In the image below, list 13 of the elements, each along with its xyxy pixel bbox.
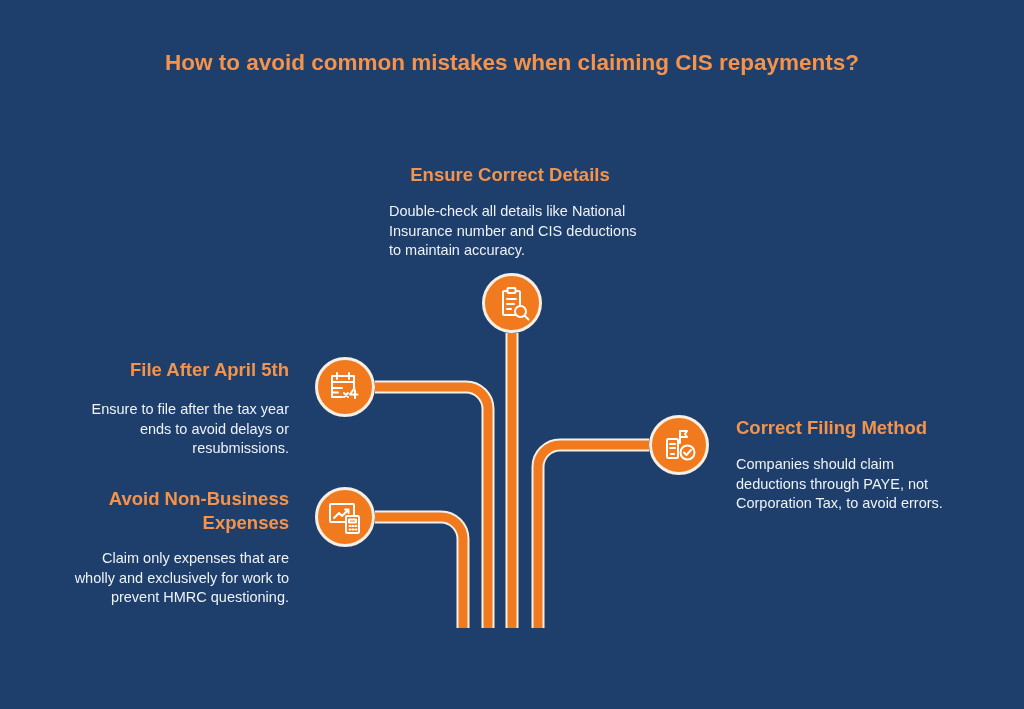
step-heading: Correct Filing Method (736, 416, 929, 440)
step-description: Companies should claim deductions through PAYE, not Corporation Tax, to avoid errors. (736, 455, 944, 513)
connector-line (533, 440, 649, 628)
step-heading: File After April 5th (129, 358, 289, 382)
step-description: Claim only expenses that are wholly and exclusively for work to prevent HMRC questioning. (73, 549, 289, 607)
connector-line (507, 333, 517, 628)
step-heading: Avoid Non-Business Expenses (107, 487, 289, 535)
connector-line (375, 382, 493, 628)
step-heading: Ensure Correct Details (409, 163, 611, 187)
step-description: Double-check all details like National Insurance number and CIS deductions to maintain accuracy. (389, 202, 638, 260)
connector-line (375, 512, 468, 628)
title: How to avoid common mistakes when claiming CIS repayments? (165, 49, 859, 77)
step-description: Ensure to file after the tax year ends to avoid delays or resubmissions. (90, 400, 289, 458)
